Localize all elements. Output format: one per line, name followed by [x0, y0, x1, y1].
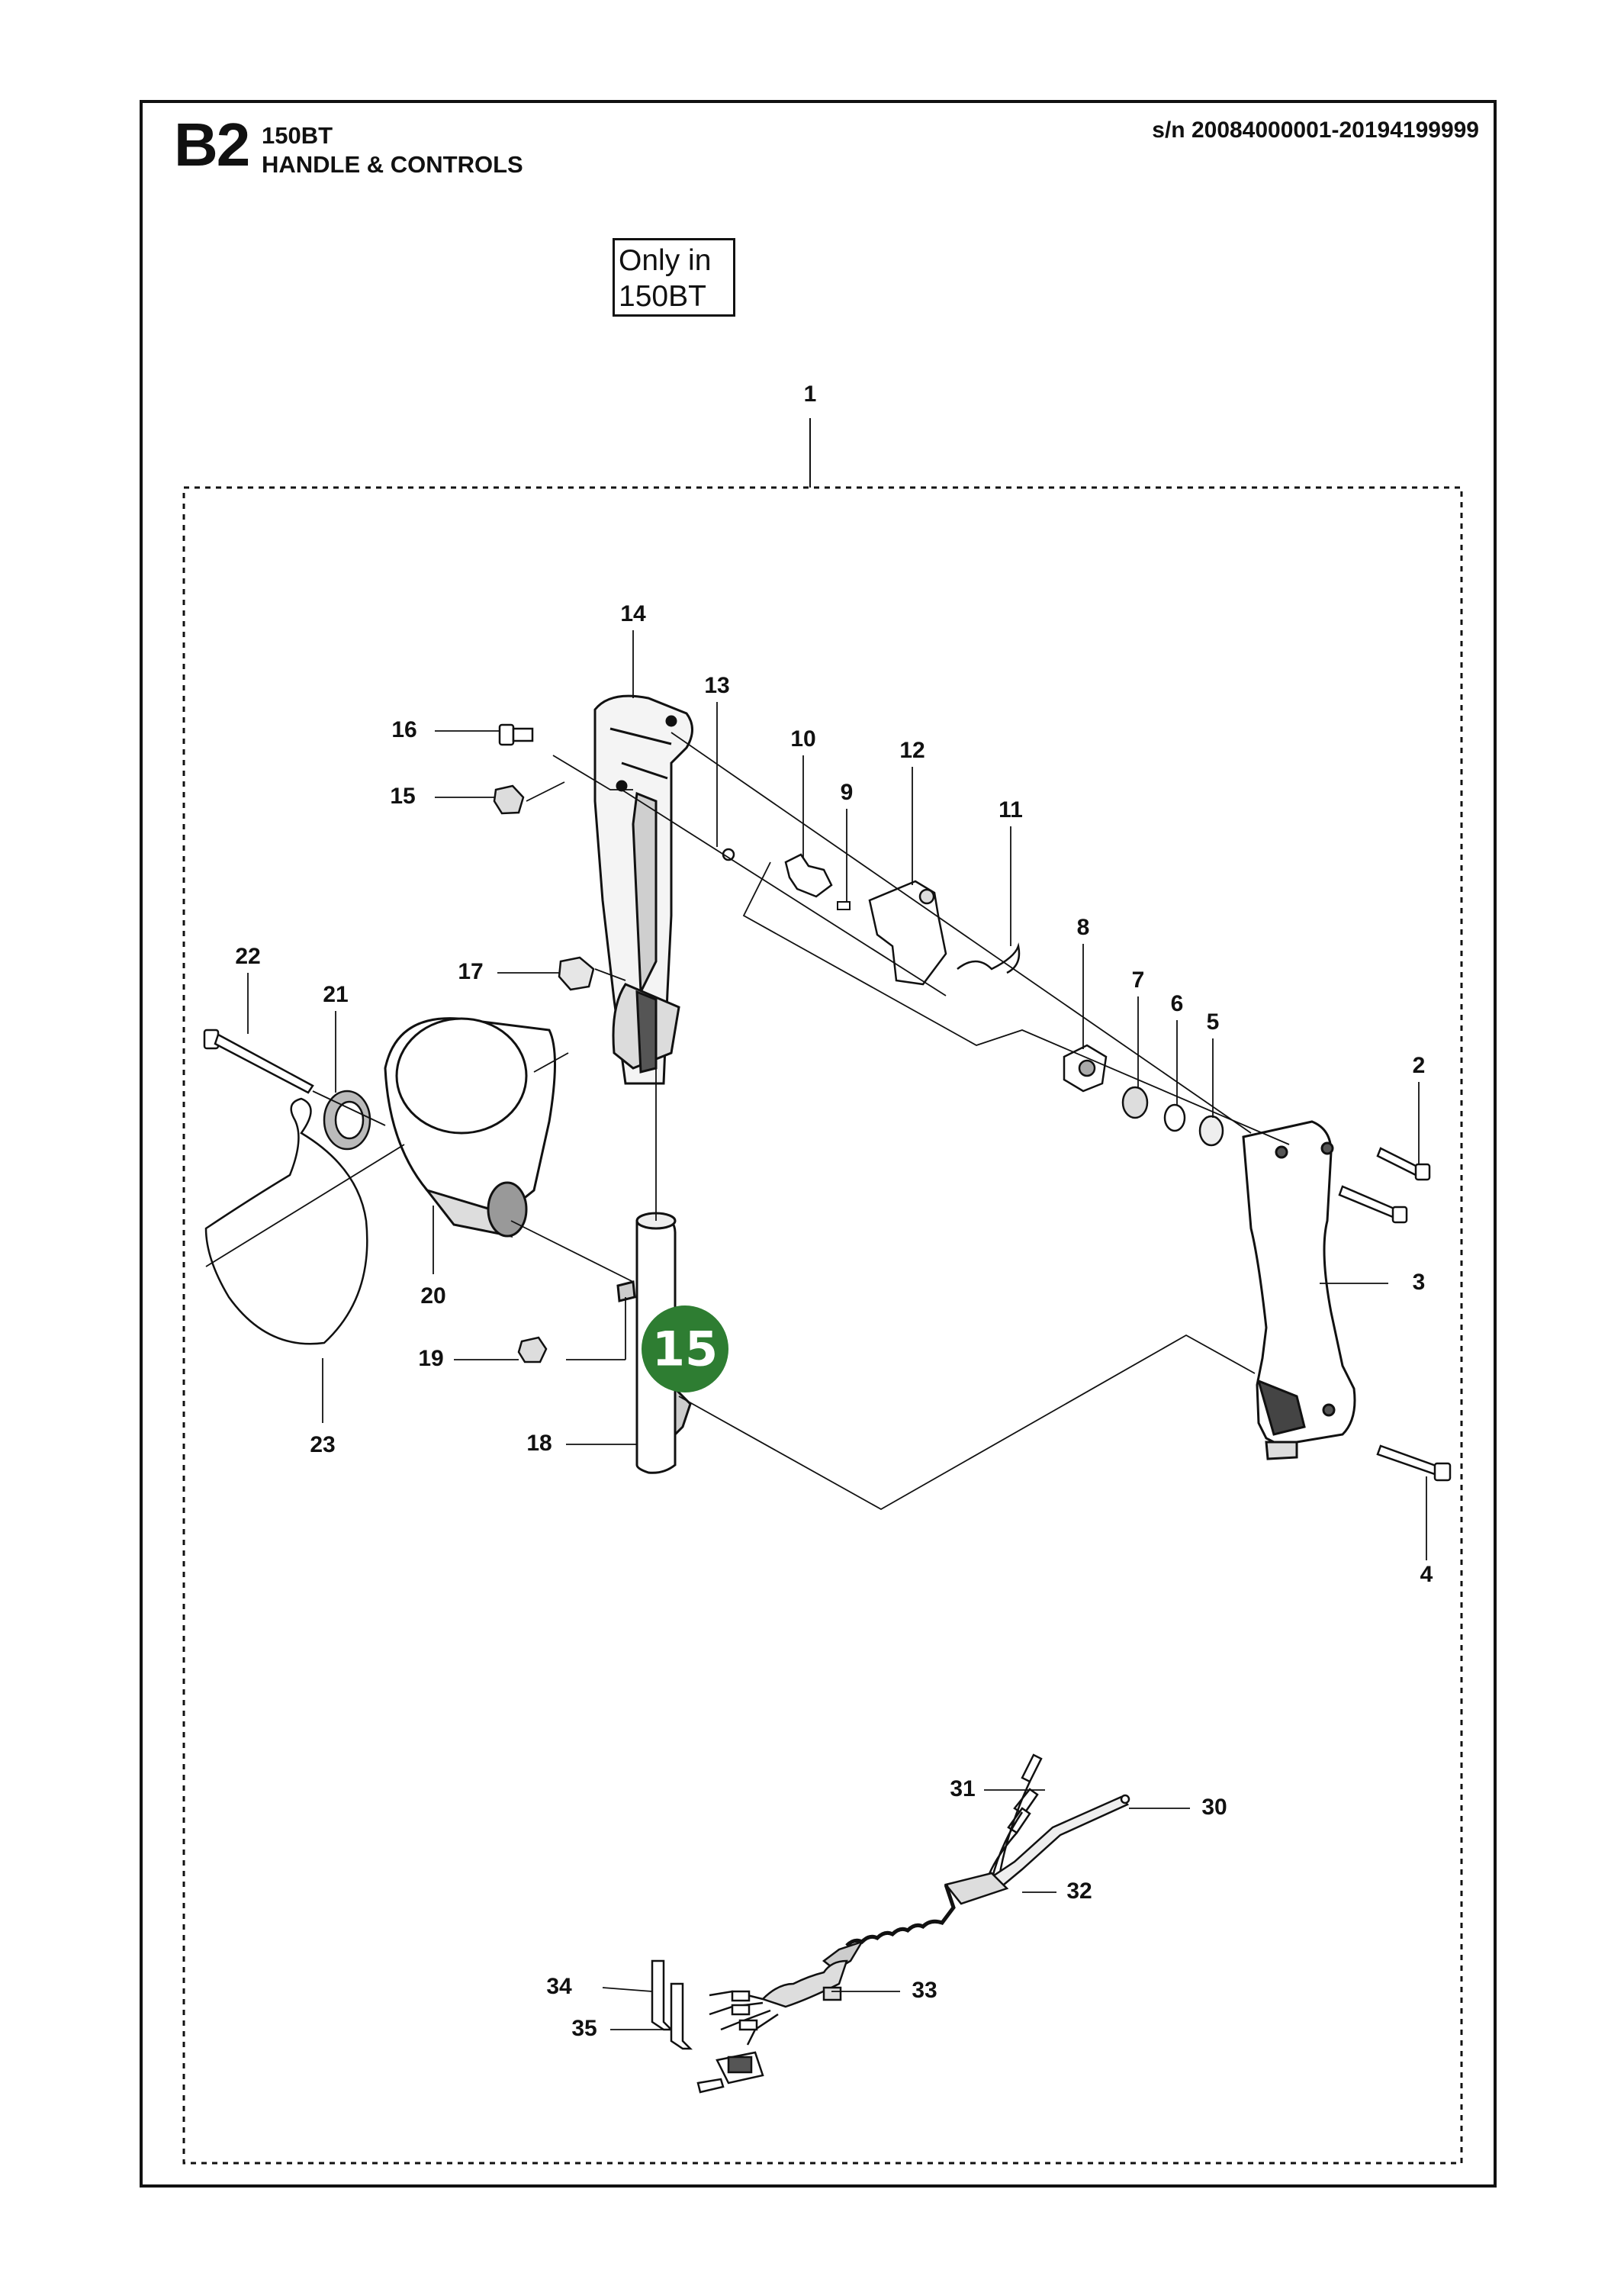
harness-leaders	[602, 1789, 1190, 2030]
badge-circle	[642, 1305, 728, 1392]
pin-9	[837, 901, 851, 910]
callout-3: 3	[1413, 1270, 1426, 1295]
bushing-7	[1121, 1086, 1149, 1119]
callout-34: 34	[546, 1974, 572, 1999]
throttle-lever-10	[784, 853, 833, 898]
nut-15-upper	[493, 784, 525, 815]
switch-8	[1063, 1044, 1108, 1093]
callout-11: 11	[999, 797, 1023, 823]
screw-4	[1376, 1444, 1452, 1482]
callout-4: 4	[1420, 1562, 1433, 1587]
callout-35: 35	[571, 2016, 597, 2041]
serial-range: s/n 20084000001-20194199999	[1152, 118, 1479, 143]
callout-16: 16	[391, 717, 416, 742]
callout-13: 13	[704, 673, 729, 698]
rear-grip-3	[1242, 1120, 1356, 1460]
callout-31: 31	[950, 1776, 975, 1801]
throttle-handle-housing	[593, 694, 693, 1085]
callout-22: 22	[235, 944, 260, 969]
bolt-22	[203, 1029, 314, 1094]
callout-9: 9	[841, 780, 854, 805]
nut-19	[517, 1336, 548, 1363]
callout-6: 6	[1171, 991, 1184, 1016]
badge-number: 15	[652, 1322, 718, 1377]
washer-6	[1163, 1103, 1186, 1132]
handle-clamp-20	[384, 1017, 556, 1238]
page-title: HANDLE & CONTROLS	[262, 151, 523, 178]
spring-11	[957, 942, 1021, 974]
assembly-dashed-box	[182, 486, 1463, 2165]
callout-15: 15	[390, 784, 415, 809]
callout-19: 19	[418, 1346, 443, 1371]
callout-8: 8	[1077, 915, 1090, 940]
callout-7: 7	[1132, 967, 1145, 993]
wire-harness	[651, 1753, 1130, 2094]
model-note-line-2: 150BT	[619, 280, 706, 313]
highlight-badge: 15	[642, 1305, 728, 1392]
callout-18: 18	[526, 1431, 552, 1456]
callout-14: 14	[620, 601, 646, 626]
callout-33: 33	[912, 1978, 937, 2003]
callout-5: 5	[1207, 1009, 1220, 1035]
nut-17	[558, 956, 595, 991]
model-note-box: Only in 150BT	[613, 238, 735, 317]
callout-20: 20	[420, 1283, 445, 1309]
callout-10: 10	[790, 726, 815, 752]
model-note-line-1: Only in	[619, 244, 712, 277]
callout-23: 23	[310, 1432, 335, 1457]
callout-2: 2	[1413, 1053, 1426, 1078]
assembly-guide-lines	[205, 732, 1290, 1511]
screws-2	[1338, 1147, 1431, 1224]
callout-12: 12	[899, 738, 925, 763]
callout-30: 30	[1201, 1795, 1227, 1820]
lockout-trigger-12	[868, 880, 947, 986]
knob-21	[323, 1090, 371, 1151]
callout-1: 1	[804, 382, 817, 407]
ring-5	[1198, 1115, 1224, 1147]
callout-17: 17	[458, 959, 483, 984]
callout-21: 21	[323, 982, 348, 1007]
page-frame	[140, 100, 1497, 2188]
callout-32: 32	[1066, 1879, 1092, 1904]
wire-loop-23	[204, 1097, 368, 1345]
section-code: B2	[174, 111, 250, 179]
screw-16	[498, 723, 534, 746]
callout-leaders	[247, 630, 1427, 1560]
model-label: 150BT	[262, 122, 333, 149]
